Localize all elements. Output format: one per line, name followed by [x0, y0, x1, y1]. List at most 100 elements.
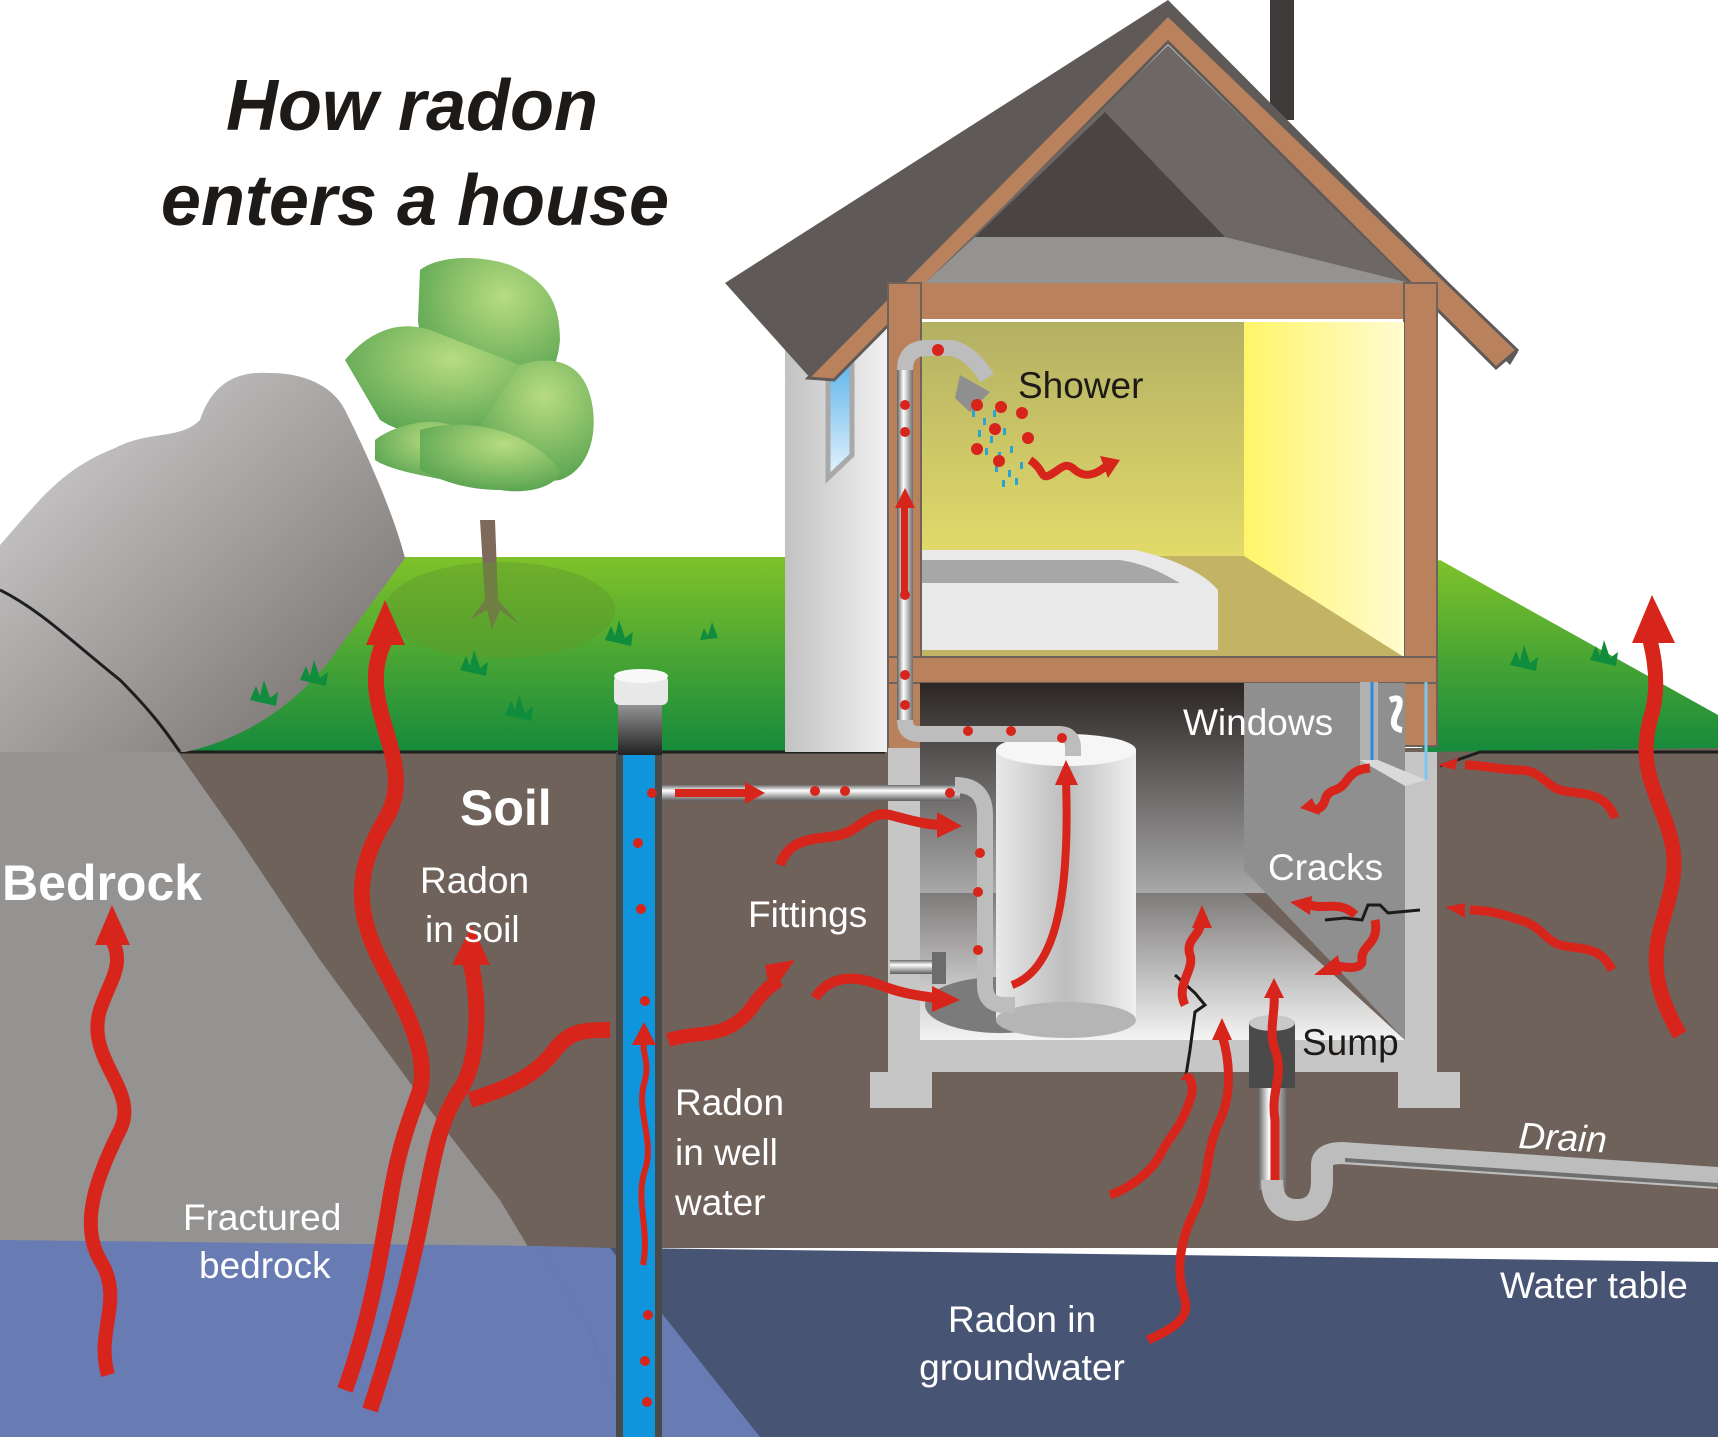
footing-right	[1398, 1072, 1460, 1108]
radon-paths	[83, 344, 1687, 1413]
label-well-1: Radon	[675, 1082, 784, 1123]
tree-shadow	[385, 562, 615, 658]
roof	[725, 0, 1518, 380]
arrowhead-bedrock	[95, 905, 130, 945]
arrowhead-under-slab-1	[1180, 1072, 1196, 1080]
label-shower: Shower	[1018, 365, 1143, 406]
labels: How radon enters a house Bedrock Soil Ra…	[2, 66, 1688, 1388]
gable-frame	[804, 12, 1520, 382]
well-water	[623, 752, 655, 1437]
arrowhead-soil-2	[452, 925, 490, 965]
footing-left	[870, 1072, 932, 1108]
bedrock-mass	[0, 590, 620, 1437]
radon-stream-fracture-1	[337, 636, 430, 1393]
label-groundwater-2: groundwater	[919, 1347, 1125, 1388]
radon-arrow-bedrock	[83, 936, 132, 1377]
saturated-bedrock	[0, 1240, 630, 1437]
radon-sump	[1267, 994, 1283, 1180]
radon-floor-crack	[1177, 924, 1205, 1008]
arrowhead-fittings-2	[932, 986, 960, 1012]
radon-window-out	[1313, 763, 1371, 815]
radon-stream-fracture-2	[362, 958, 485, 1413]
water-heater-base	[996, 1002, 1136, 1038]
arrowhead-crack-out-1	[1290, 896, 1312, 915]
tree-canopy	[345, 258, 594, 492]
arrowhead-right	[1632, 595, 1675, 643]
radon-shower	[1027, 456, 1108, 481]
arrowhead-riser	[895, 488, 915, 508]
label-radon-in-soil-1: Radon	[420, 860, 529, 901]
label-well-3: water	[674, 1182, 765, 1223]
chimney	[1270, 0, 1294, 120]
tree-trunk	[470, 520, 520, 630]
radon-fittings-2	[810, 973, 936, 1003]
basement-slab	[888, 1040, 1437, 1072]
well-cap	[614, 675, 668, 705]
arrowhead-window-out	[1300, 798, 1320, 815]
drain-pipe	[1261, 1142, 1718, 1221]
label-windows: Windows	[1183, 702, 1333, 743]
riser-arrow-body	[901, 505, 908, 595]
well-cap-top	[614, 669, 668, 683]
radon-under-slab-1	[1108, 1073, 1197, 1200]
boulder	[0, 372, 405, 752]
label-groundwater-1: Radon in	[948, 1299, 1096, 1340]
attic-beam	[888, 283, 1422, 319]
label-well-2: in well	[675, 1132, 778, 1173]
arrowhead-fittings-1	[937, 812, 962, 838]
arrowhead-sump	[1264, 978, 1284, 998]
arrowhead-soil-to-fittings	[765, 960, 795, 995]
arrowhead-groundwater	[1212, 1018, 1232, 1040]
title-line-1: How radon	[226, 66, 598, 146]
drain-pipe-shade	[1344, 1158, 1718, 1187]
radon-crack-in	[1469, 905, 1617, 973]
attic-dark	[975, 112, 1225, 237]
house-side-wall	[785, 330, 890, 752]
arrowhead-floor-crack	[1192, 905, 1212, 928]
fitting-cap	[932, 952, 946, 984]
label-soil: Soil	[460, 780, 552, 836]
radon-crack-out-2	[1333, 919, 1381, 972]
radon-fittings-1	[775, 809, 946, 867]
radon-groundwater	[1146, 1033, 1233, 1345]
wall-crack	[1324, 903, 1421, 922]
radon-particles	[633, 344, 1067, 1407]
radon-in-well	[638, 1038, 651, 1266]
arrowhead-heater	[1055, 760, 1078, 785]
label-fractured-1: Fractured	[183, 1197, 341, 1238]
label-fractured-2: bedrock	[199, 1245, 331, 1286]
radon-branch-well	[467, 1022, 611, 1108]
label-radon-in-soil-2: in soil	[425, 909, 520, 950]
radon-arrow-right	[1638, 638, 1687, 1039]
arrowhead-supply	[745, 782, 765, 804]
foundation-wall-left	[888, 748, 920, 1070]
arrowhead-shower	[1100, 456, 1120, 478]
shower-head	[955, 375, 990, 412]
arrowhead-window-in	[1438, 758, 1458, 770]
arrowhead-well	[632, 1022, 656, 1045]
arrowhead-crack-in	[1445, 903, 1465, 918]
attic-floor	[925, 237, 1410, 283]
fitting-stub	[890, 960, 938, 974]
radon-heater	[1010, 779, 1071, 989]
supply-elbow	[954, 777, 1015, 1013]
label-bedrock: Bedrock	[2, 855, 202, 911]
label-sump: Sump	[1302, 1022, 1399, 1063]
title-line-2: enters a house	[161, 161, 669, 241]
bedrock-outline	[0, 588, 182, 753]
bathtub-inner	[922, 560, 1180, 583]
arrowhead-soil-1	[366, 600, 405, 645]
basement-window	[1360, 682, 1428, 786]
plumbing	[614, 340, 1718, 1437]
supply-arrow-body	[675, 789, 745, 797]
label-fittings: Fittings	[748, 894, 867, 935]
arrowhead-crack-out-2	[1314, 955, 1342, 975]
label-drain: Drain	[1518, 1115, 1608, 1161]
label-cracks: Cracks	[1268, 847, 1383, 888]
radon-crack-out-1	[1308, 900, 1359, 919]
label-water-table: Water table	[1500, 1265, 1688, 1306]
radon-window-in	[1464, 760, 1620, 820]
floor-beam	[887, 656, 1438, 684]
floor-crack	[1173, 973, 1208, 1076]
